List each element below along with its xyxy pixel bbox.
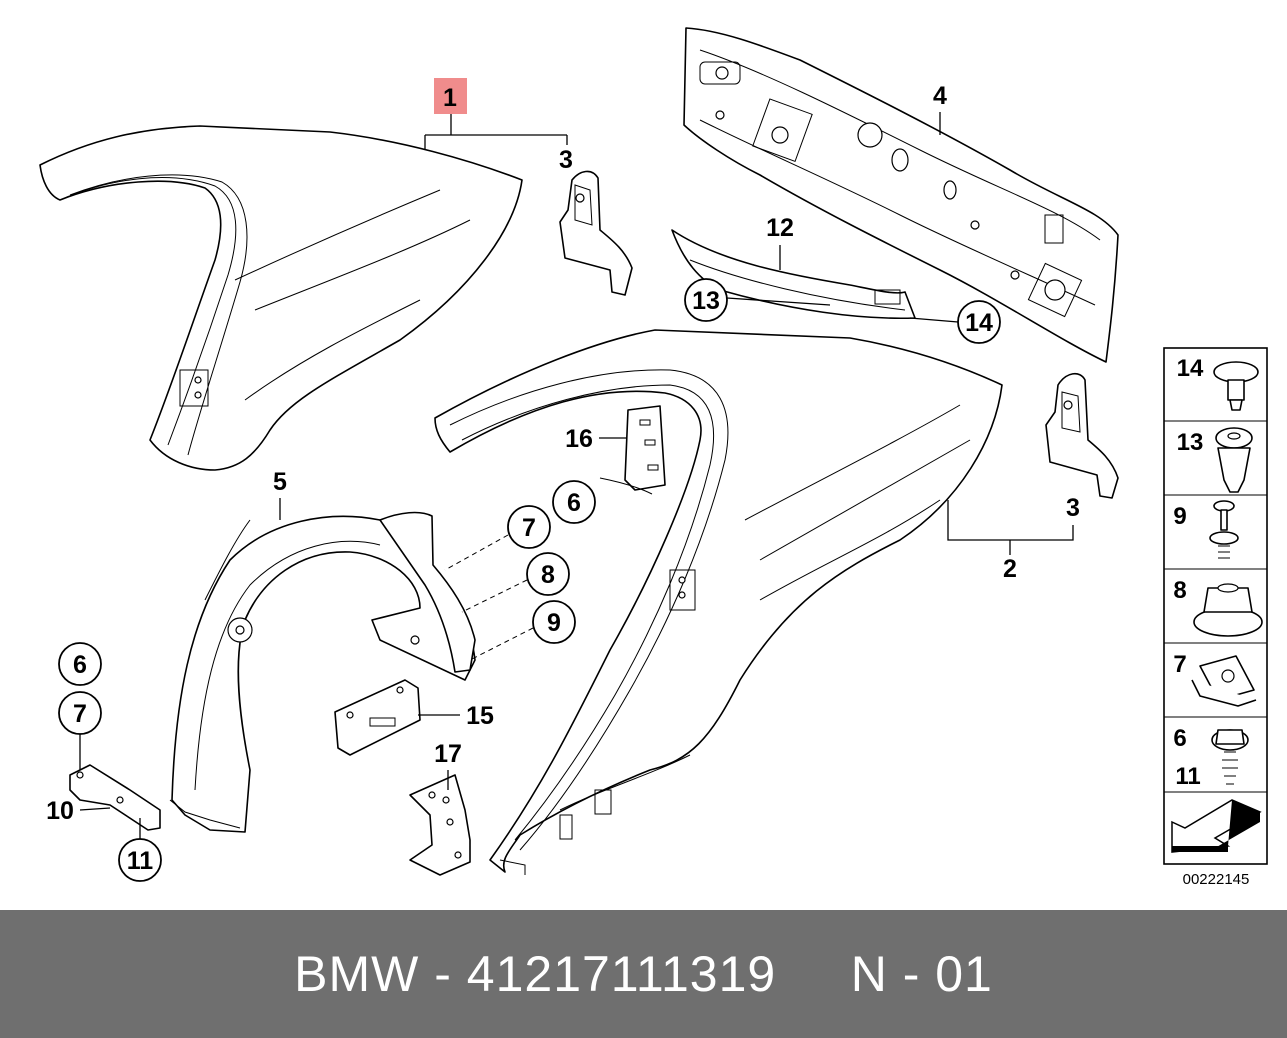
cover-part-15: [334, 679, 421, 756]
nut-icon: [1193, 583, 1263, 637]
rear-panel-part-4: [683, 27, 1119, 363]
label-4: 4: [933, 82, 947, 110]
clip-nut-icon: [1191, 655, 1257, 707]
footer-suffix: N - 01: [850, 946, 993, 1002]
fastener-legend: 14 13 9 8 7: [1163, 347, 1268, 865]
push-clip-icon: [1213, 361, 1259, 411]
callout-circle-7-upper: [507, 505, 551, 549]
bracket-part-3-lower: [1045, 372, 1119, 499]
footer-part-number: 41217111319: [466, 946, 777, 1002]
label-6-upper: 6: [567, 489, 581, 517]
footer-separator: -: [419, 946, 467, 1002]
bracket-part-10: [69, 764, 161, 831]
screw-washer-icon: [1209, 500, 1239, 559]
hex-bolt-icon: [1211, 729, 1249, 785]
label-1: 1: [443, 84, 457, 112]
direction-arrow-icon: [1171, 799, 1262, 853]
expanding-rivet-icon: [1215, 427, 1253, 493]
leader-2: [947, 500, 1074, 541]
parts-diagram: 1 3 4 12 13 14: [39, 27, 1268, 888]
label-3-lower: 3: [1066, 494, 1080, 522]
side-panel-part-2: [434, 329, 1003, 875]
callout-1: 1: [424, 78, 568, 150]
label-2: 2: [1003, 555, 1017, 583]
callout-circle-13: [684, 278, 728, 322]
callout-circle-6-lower: [58, 642, 102, 686]
legend-label-8: 8: [1173, 577, 1186, 604]
label-10: 10: [46, 797, 74, 825]
legend-label-9: 9: [1173, 503, 1186, 530]
callout-circle-8: [526, 552, 570, 596]
legend-label-11: 11: [1175, 763, 1200, 790]
footer-bar: BMW - 41217111319 N - 01: [0, 910, 1287, 1038]
label-8: 8: [541, 561, 555, 589]
diagram-code: 00222145: [1183, 871, 1250, 888]
bracket-part-3-upper: [559, 170, 633, 296]
callout-circle-6-upper: [552, 480, 596, 524]
legend-label-7: 7: [1173, 651, 1186, 678]
wheel-arch-liner-part-5: [169, 511, 476, 833]
callout-circle-9: [532, 600, 576, 644]
footer-gap: [776, 946, 850, 1002]
label-11: 11: [127, 847, 154, 875]
footer-text: BMW - 41217111319 N - 01: [294, 945, 993, 1003]
plate-part-16: [599, 405, 666, 495]
label-15: 15: [466, 702, 494, 730]
footer-brand: BMW: [294, 946, 420, 1002]
label-16: 16: [565, 425, 593, 453]
legend-label-14: 14: [1177, 355, 1204, 382]
side-panel-part-1: [39, 125, 523, 471]
label-17: 17: [434, 740, 462, 768]
label-7-upper: 7: [522, 514, 536, 542]
label-13: 13: [692, 287, 720, 315]
bracket-part-17: [409, 774, 471, 876]
label-7-lower: 7: [73, 700, 87, 728]
label-14: 14: [965, 309, 993, 337]
label-12: 12: [766, 214, 794, 242]
label-9: 9: [547, 609, 561, 637]
label-6-lower: 6: [73, 651, 87, 679]
legend-label-13: 13: [1177, 429, 1204, 456]
label-3-upper: 3: [559, 146, 573, 174]
label-5: 5: [273, 468, 287, 496]
legend-label-6: 6: [1173, 725, 1186, 752]
